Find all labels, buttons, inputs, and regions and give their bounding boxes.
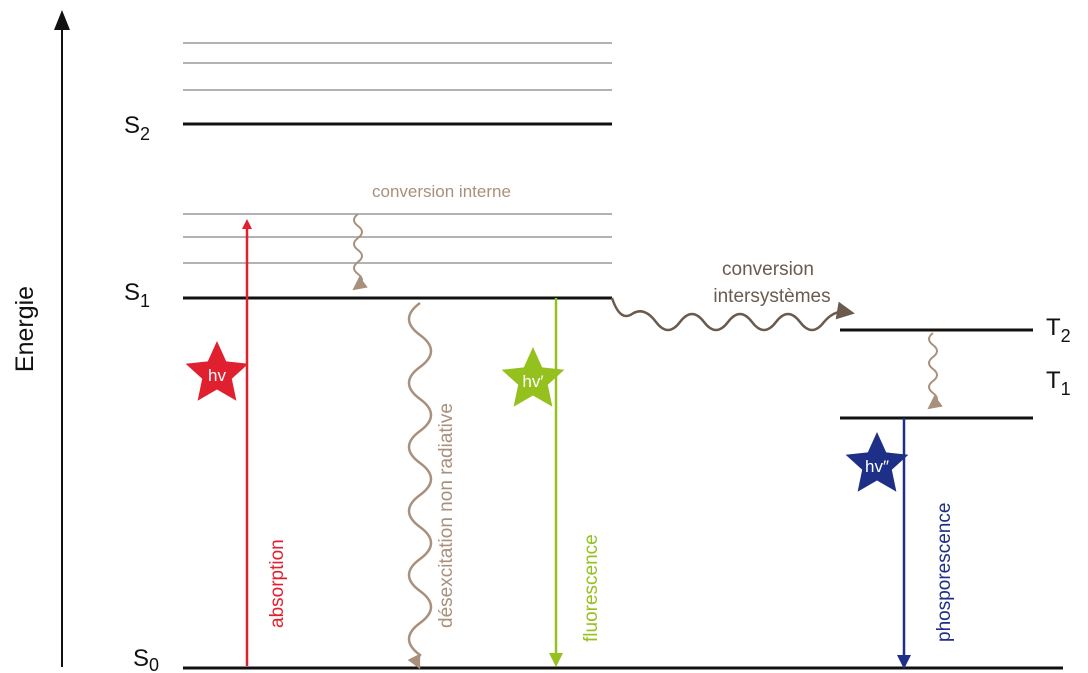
nonradiative-arrow [407,301,433,670]
internal-conversion-label: conversion interne [372,182,511,201]
intersystem-crossing-label-2: intersystèmes [713,286,830,307]
s1-label: S1 [124,279,150,311]
svg-text:hv′: hv′ [522,372,543,391]
t2-label: T2 [1046,314,1071,346]
phosphorescence-photon-star: hv″ [845,432,909,492]
svg-text:hv: hv [208,366,226,385]
s1-vibrational-levels [183,213,612,264]
svg-text:hv″: hv″ [865,457,889,476]
s2-vibrational-levels [183,42,612,91]
triplet-relaxation-arrow [927,332,943,410]
phosphorescence-label: phosporescence [934,503,955,642]
absorption-photon-star: hv [185,341,249,401]
internal-conversion-arrow [352,213,368,291]
absorption-label: absorption [267,539,288,628]
intersystem-crossing-label-1: conversion [722,259,814,280]
fluorescence-label: fluorescence [581,534,602,642]
t1-label: T1 [1046,367,1071,399]
s0-label: S0 [133,645,159,673]
s2-label: S2 [124,112,150,144]
energy-axis-label: Energie [11,286,39,372]
fluorescence-photon-star: hv′ [501,347,565,407]
nonradiative-label: désexcitation non radiative [436,403,457,628]
intersystem-crossing-arrow [610,297,855,332]
